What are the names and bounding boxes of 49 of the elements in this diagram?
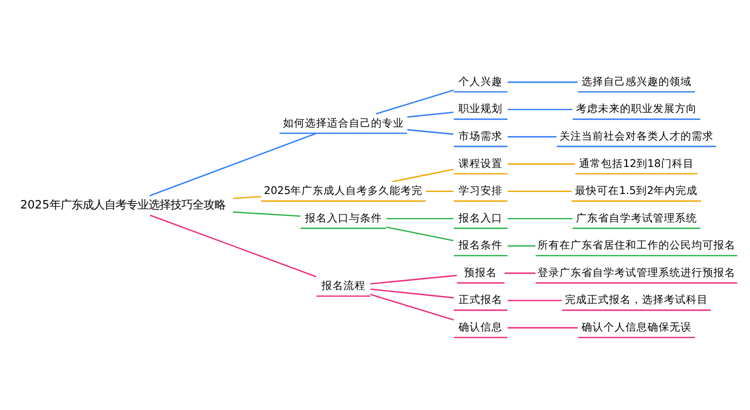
connector: [386, 218, 454, 220]
node-text: 选择自己感兴趣的领域: [581, 76, 692, 88]
connector: [504, 272, 536, 274]
node-text: 报名入口: [458, 212, 503, 224]
connector: [376, 90, 454, 114]
node-text: 2025年广东成人自考专业选择技巧全攻略: [20, 197, 226, 212]
node-text: 市场需求: [458, 130, 503, 143]
node-text: 最快可在1.5到2年内完成: [575, 185, 698, 198]
node-text: 课程设置: [458, 158, 503, 170]
connector: [508, 82, 578, 83]
connector: [392, 168, 454, 182]
connector: [407, 129, 454, 135]
connector: [150, 214, 317, 278]
node-text: 学习安排: [458, 185, 503, 198]
node-text: 广东省自学考试管理系统: [576, 212, 697, 224]
connector: [508, 245, 536, 247]
connector: [508, 163, 575, 165]
node-text: 报名流程: [321, 280, 366, 292]
node-text: 2025年广东成人自考多久能考完: [264, 185, 423, 198]
node-text: 预报名: [464, 266, 498, 279]
connector: [508, 218, 572, 220]
node-text: 个人兴趣: [458, 76, 503, 88]
node-text: 确认个人信息确保无误: [581, 322, 692, 334]
node-text: 考虑未来的职业发展方向: [576, 103, 697, 116]
connector: [508, 300, 562, 302]
node-text: 确认信息: [458, 322, 503, 334]
node-text: 正式报名: [458, 294, 503, 306]
node-text: 所有在广东省居住和工作的公民均可报名: [537, 240, 736, 252]
node-text: 关注当前社会对各类人才的需求: [559, 130, 714, 143]
connector: [149, 132, 317, 196]
connector: [370, 288, 454, 298]
connector: [508, 190, 572, 192]
connector: [426, 190, 454, 192]
connector: [233, 196, 262, 200]
connector: [370, 294, 454, 320]
node-text: 职业规划: [458, 103, 503, 116]
node-text: 登录广东省自学考试管理系统进行预报名: [537, 266, 736, 279]
node-text: 完成正式报名，选择考试科目: [564, 294, 708, 306]
connector: [386, 226, 454, 242]
node-text: 如何选择适合自己的专业: [282, 117, 404, 130]
connector: [508, 108, 572, 110]
node-text: 通常包括12到18门科目: [579, 158, 694, 170]
connector: [508, 327, 578, 328]
connector: [407, 112, 454, 118]
connector: [370, 274, 457, 285]
node-text: 报名入口与条件: [304, 212, 382, 224]
node-text: 报名条件: [458, 240, 503, 252]
connector: [508, 136, 556, 138]
connector: [233, 211, 301, 217]
